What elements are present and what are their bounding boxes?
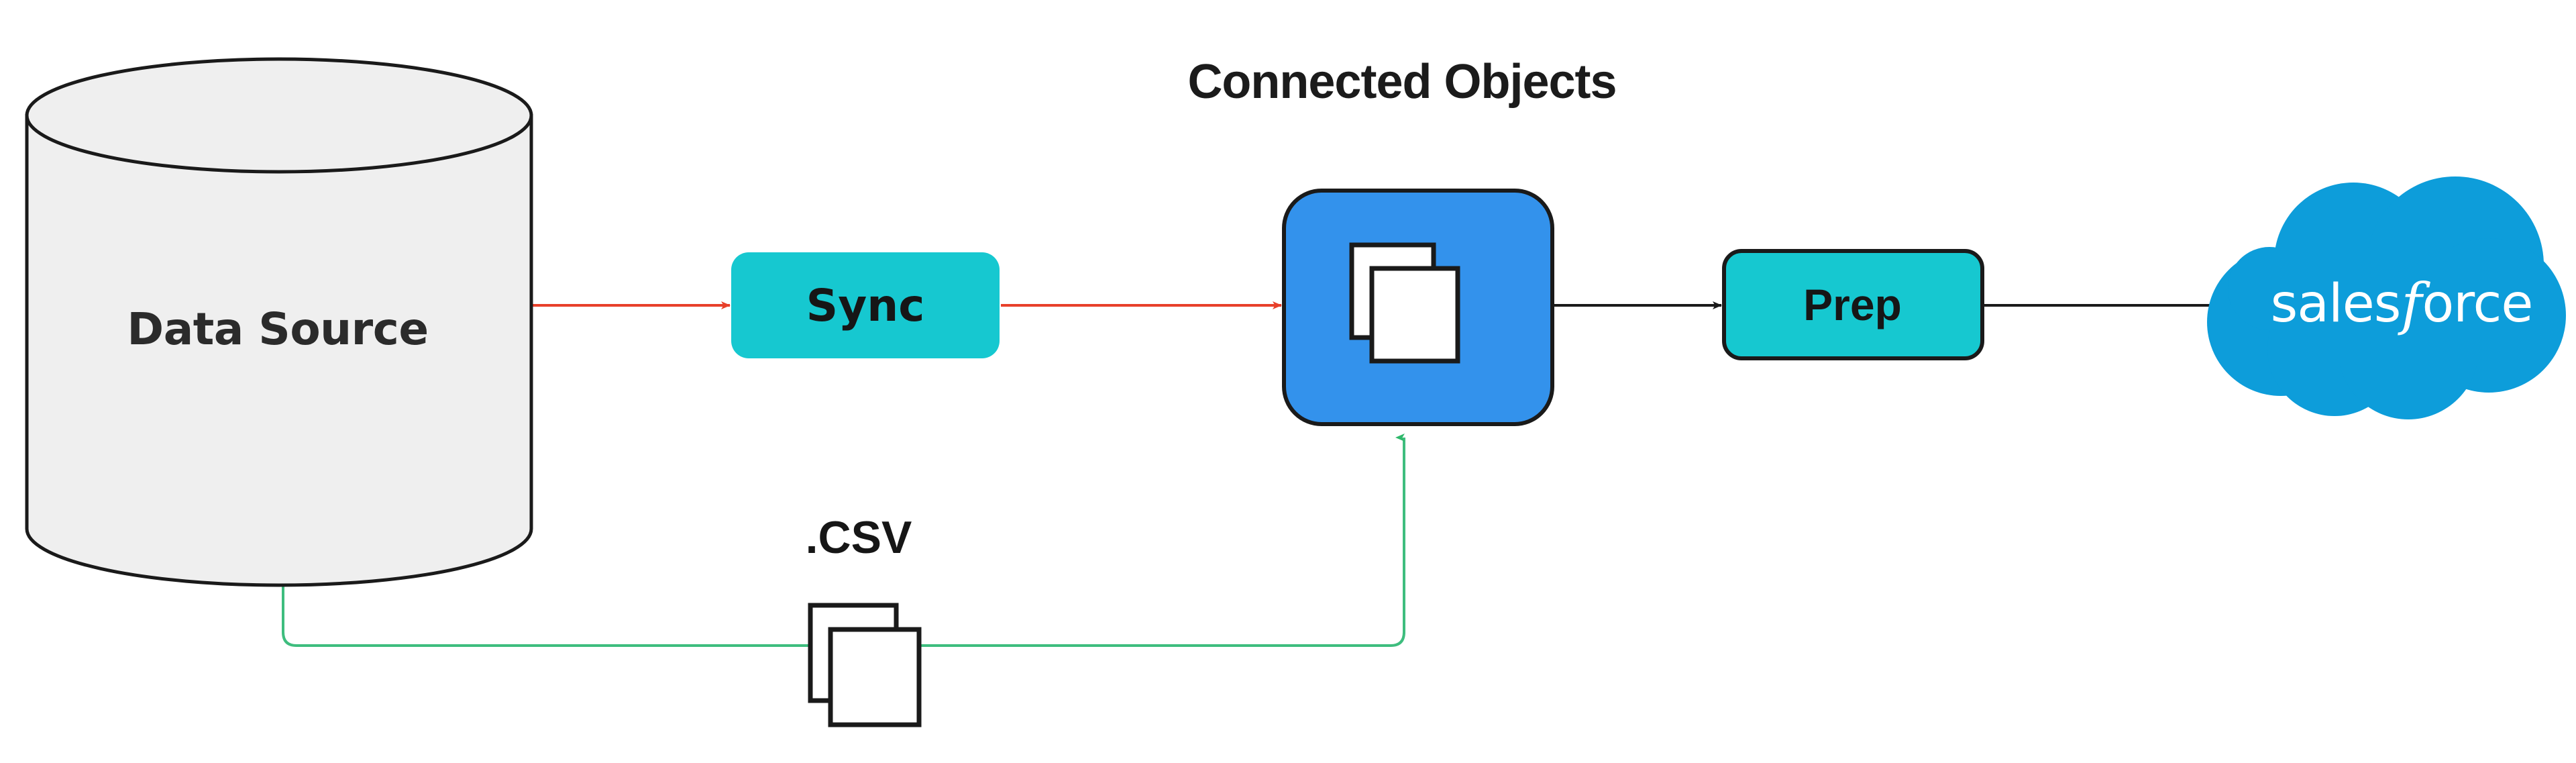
csv-file-icon <box>808 603 922 727</box>
node-sync[interactable] <box>731 252 1000 358</box>
salesforce-wordmark-suffix: orce <box>2422 274 2533 334</box>
salesforce-wordmark-f: f <box>2401 271 2422 337</box>
connected-objects-title: Connected Objects <box>1187 55 1617 109</box>
csv-document-front-icon <box>828 627 922 727</box>
node-salesforce[interactable] <box>2207 176 2566 419</box>
salesforce-wordmark-prefix: sales <box>2270 274 2402 334</box>
node-connected-objects[interactable] <box>1282 189 1554 426</box>
node-prep[interactable] <box>1722 249 1984 360</box>
cylinder-top-ellipse <box>25 57 533 174</box>
node-data-source[interactable] <box>25 57 533 587</box>
csv-label: .CSV <box>805 512 912 563</box>
salesforce-cloud-icon <box>2207 176 2566 419</box>
document-front-icon <box>1369 266 1460 364</box>
